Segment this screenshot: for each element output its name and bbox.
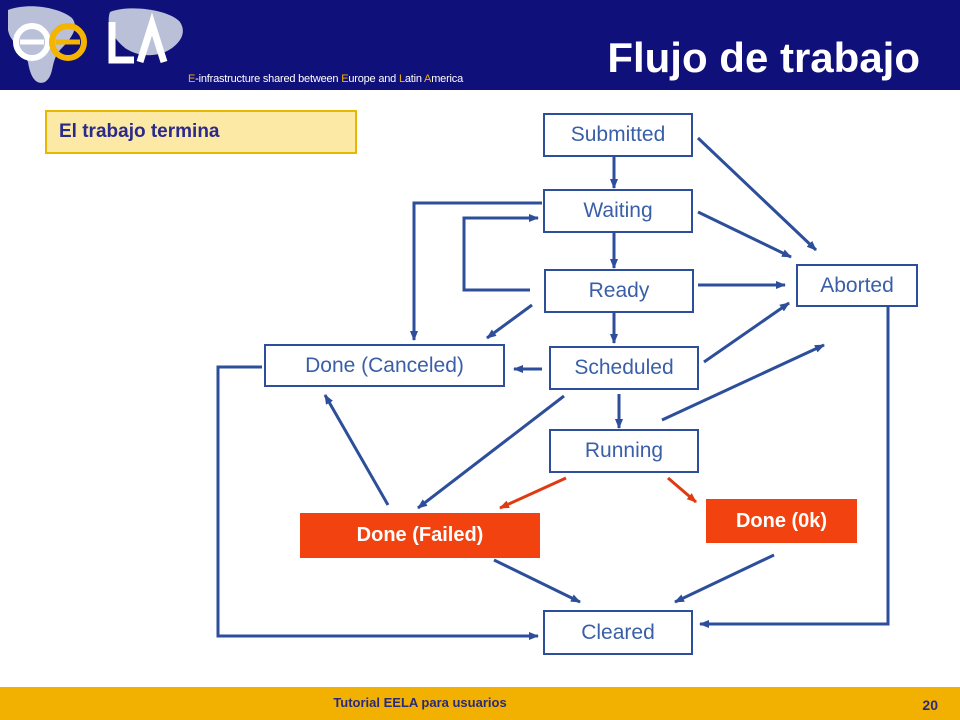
- arrow-waiting-aborted: [697, 210, 792, 259]
- eela-logo: [8, 6, 183, 83]
- tagline: E-infrastructure shared between Europe a…: [188, 73, 463, 85]
- tagline-part: L: [398, 73, 405, 85]
- arrow-aborted-cleared: [699, 307, 890, 628]
- arrow-waiting-canceled: [410, 201, 542, 341]
- arrow-ready-waiting-loop: [462, 214, 539, 292]
- node-ready: Ready: [544, 269, 694, 313]
- node-done-failed: Done (Failed): [300, 513, 540, 558]
- section-label: El trabajo termina: [45, 110, 357, 154]
- tagline-part: urope and: [348, 73, 399, 85]
- node-waiting: Waiting: [543, 189, 693, 233]
- arrow-ready-canceled: [486, 303, 533, 340]
- tagline-part: A: [424, 73, 432, 85]
- arrow-scheduled-failed: [417, 394, 565, 510]
- page-number: 20: [922, 697, 938, 713]
- footer-bar: Tutorial EELA para usuarios 20: [0, 687, 960, 720]
- node-done-canceled: Done (Canceled): [264, 344, 505, 387]
- node-aborted: Aborted: [796, 264, 918, 307]
- arrow-submitted-aborted: [696, 136, 818, 252]
- node-cleared: Cleared: [543, 610, 693, 655]
- tagline-part: -infrastructure shared between: [195, 73, 342, 85]
- footer-text: Tutorial EELA para usuarios: [333, 695, 507, 710]
- header-bar: E-infrastructure shared between Europe a…: [0, 0, 960, 90]
- tagline-part: merica: [431, 73, 463, 85]
- node-submitted: Submitted: [543, 113, 693, 157]
- tagline-part: atin: [404, 73, 425, 85]
- arrow-ok-cleared: [674, 553, 775, 604]
- node-running: Running: [549, 429, 699, 473]
- arrow-running-ok: [667, 476, 697, 504]
- tagline-part: E: [341, 73, 349, 85]
- arrow-running-aborted: [661, 343, 825, 422]
- node-done-ok: Done (0k): [706, 499, 857, 543]
- node-scheduled: Scheduled: [549, 346, 699, 390]
- arrow-failed-cleared: [493, 558, 581, 604]
- arrow-canceled-cleared: [216, 365, 539, 640]
- page-title: Flujo de trabajo: [607, 34, 920, 81]
- tagline-part: E: [188, 73, 196, 85]
- arrow-scheduled-aborted: [703, 301, 790, 364]
- arrow-failed-canceled: [323, 394, 390, 506]
- arrow-running-failed: [499, 476, 567, 510]
